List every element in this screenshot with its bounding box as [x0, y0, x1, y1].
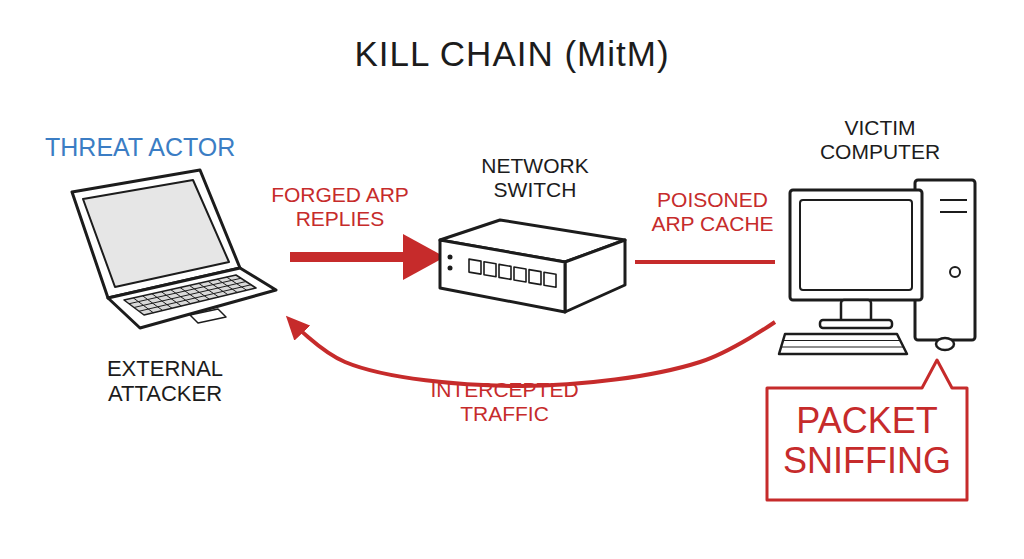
switch-front — [440, 240, 565, 312]
status-led — [448, 266, 453, 271]
connector-arrow — [635, 260, 775, 264]
computer-tower — [915, 180, 975, 340]
threat-actor-laptop: THREAT ACTOR EXTERNAL ATTACKER — [40, 125, 290, 420]
keyboard-row — [783, 340, 900, 341]
drive-slot — [940, 199, 967, 201]
laptop-base — [108, 268, 276, 328]
laptop-keyboard — [124, 275, 256, 315]
keyboard-column — [171, 290, 191, 304]
switch-port — [499, 264, 511, 279]
keyboard-row — [781, 347, 904, 348]
connector-arrow — [290, 320, 775, 386]
keyboard — [779, 334, 907, 354]
connector-arrow — [290, 252, 435, 262]
laptop-screen — [83, 180, 229, 287]
edge-label: FORGED ARP REPLIES — [255, 183, 425, 230]
switch-port — [529, 270, 541, 285]
actor-heading: THREAT ACTOR — [45, 133, 285, 161]
power-button — [950, 267, 960, 277]
drive-slot — [940, 211, 967, 213]
switch-heading: NETWORK SWITCH — [465, 154, 605, 201]
edge-label: INTERCEPTED TRAFFIC — [412, 378, 597, 425]
keyboard-column — [180, 288, 200, 302]
edge-label: POISONED ARP CACHE — [640, 188, 785, 235]
mouse — [936, 338, 954, 350]
switch-side — [565, 240, 625, 312]
keyboard-column — [199, 283, 219, 297]
diagram-title: KILL CHAIN (MitM) — [0, 34, 1024, 73]
victim-heading: VICTIM COMPUTER — [815, 116, 945, 163]
callout-text: PACKET SNIFFING — [767, 401, 967, 482]
laptop-touchpad — [190, 309, 226, 323]
keyboard-row — [139, 285, 251, 312]
switch-port — [544, 272, 556, 287]
switch-port — [484, 262, 496, 277]
network-switch: NETWORK SWITCH — [435, 150, 635, 320]
keyboard-column — [189, 285, 209, 299]
status-led — [448, 255, 453, 260]
monitor-stand — [841, 300, 871, 322]
monitor-screen — [800, 200, 912, 290]
keyboard-column — [217, 279, 237, 292]
switch-port — [514, 267, 526, 282]
keyboard-column — [208, 281, 228, 295]
keyboard-column — [143, 296, 163, 311]
actor-caption: EXTERNAL ATTACKER — [80, 357, 250, 406]
keyboard-column — [152, 294, 172, 309]
keyboard-column — [227, 277, 247, 290]
keyboard-column — [133, 298, 153, 313]
keyboard-column — [161, 292, 181, 306]
monitor-base — [820, 320, 892, 328]
switch-port — [469, 259, 481, 274]
victim-computer: VICTIM COMPUTER — [775, 112, 985, 360]
keyboard-row — [134, 282, 246, 308]
callout-box: PACKET SNIFFING — [762, 355, 972, 505]
callout-outline — [767, 360, 967, 500]
monitor-frame — [790, 190, 922, 300]
